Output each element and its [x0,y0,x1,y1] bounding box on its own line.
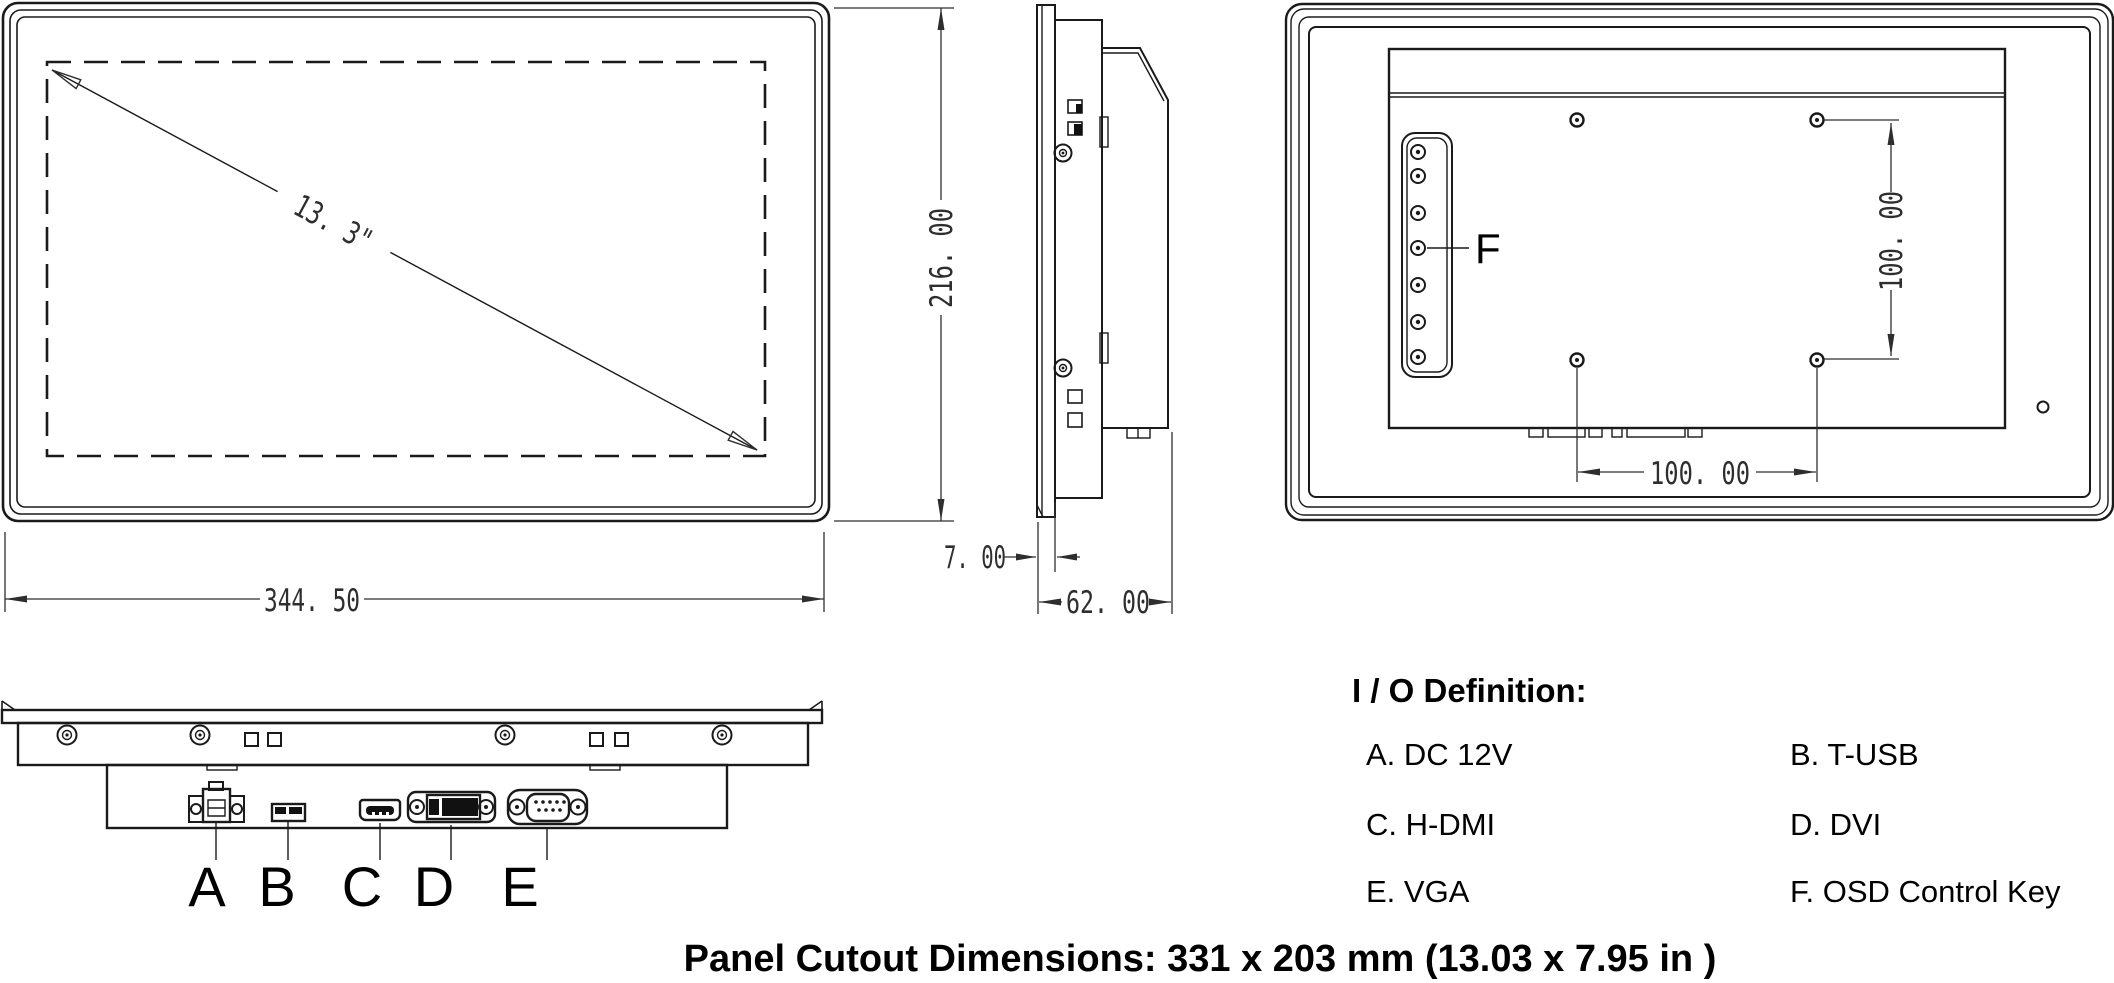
front-height-dimension: 216. 00 [834,7,960,522]
bottom-screws [56,724,733,746]
rear-small-hole [2036,400,2050,414]
side-body [1054,19,1103,499]
io-definition-legend: I / O Definition: A. DC 12V C. H-DMI E. … [1352,672,2061,909]
side-bezel-thickness-dimension: 7. 00 [944,502,1080,614]
port-leader-lines [215,821,548,860]
depth-dim-text: 62. 00 [1066,585,1150,621]
io-item-d: D. DVI [1790,807,1881,842]
vesa-mount-holes [1569,112,1825,368]
vesa-horizontal-dimension: 100. 00 [1576,368,1818,492]
io-definition-title: I / O Definition: [1352,672,1587,709]
io-item-a: A. DC 12V [1366,737,1513,772]
port-letter-d: D [414,855,454,918]
bay-tab-left [206,764,238,771]
port-letter-a: A [188,855,226,918]
io-item-b: B. T-USB [1790,737,1919,772]
arrow-left [1057,553,1077,561]
rear-frame-ring4 [1308,26,2091,498]
usb-connector [270,802,307,823]
bezel-strip-left-cap [1,700,16,711]
dvi-connector [406,790,497,824]
arrow-right [1016,553,1036,561]
panel-cutout-caption: Panel Cutout Dimensions: 331 x 203 mm (1… [684,938,1717,980]
front-bezel-ring2 [9,9,823,515]
arrow-down [937,499,945,521]
rear-view: F 100. 00 [1284,2,2114,522]
osd-key-label: F [1475,225,1501,272]
side-latch-tab-bottom [1099,332,1109,364]
rear-connector-cutouts [1528,427,1703,438]
bottom-vent-squares [244,732,629,747]
bezel-dim-text: 7. 00 [944,540,1006,576]
bay-tab-right [589,764,621,771]
dc-power-connector [188,781,245,824]
osd-key-buttons [1410,144,1426,365]
side-view: 7. 00 62. 00 [944,4,1173,621]
osd-key-panel: F [1401,132,1501,378]
bezel-strip-right-cap [808,700,823,711]
arrow-up [937,8,945,30]
front-bezel-outer [1,1,831,523]
side-bezel [1036,4,1056,518]
side-vent-squares [1067,99,1083,428]
io-item-e: E. VGA [1366,874,1470,909]
side-depth-dimension: 62. 00 [1039,432,1173,621]
arrow-right [802,595,824,603]
front-view: 13. 3" 216. 00 344. 50 [1,1,960,619]
rear-frame-outer [1284,2,2114,522]
port-letter-c: C [342,855,382,918]
diagonal-line-seg2 [390,251,758,451]
vga-connector [506,788,589,826]
io-item-c: C. H-DMI [1366,807,1495,842]
diagonal-size-label: 13. 3" [288,188,379,260]
vga-pins [534,800,566,812]
side-screw-bottom [1053,358,1073,378]
diagonal-arrowhead-top [51,69,82,90]
io-item-f: F. OSD Control Key [1790,874,2061,909]
arrow-up [1887,123,1895,145]
vesa-vertical-dimension: 100. 00 [1824,119,1910,360]
arrow-down [1887,334,1895,356]
side-screw-top [1053,143,1073,163]
io-connector-bay [105,763,729,830]
side-bezel-bottom-chamfer [1036,504,1044,518]
side-rear-box-inner-edge [1102,52,1165,102]
vesa-vertical-dim-text: 100. 00 [1874,191,1910,291]
height-dim-text: 216. 00 [924,208,960,308]
rear-frame-ring2 [1290,8,2109,516]
arrow-right [1794,468,1816,476]
rear-frame-ring3 [1298,16,2101,508]
diagonal-line-seg1 [51,69,278,193]
arrow-left [1039,598,1061,606]
bottom-view: A B C D E [0,700,824,918]
front-diagonal-dimension: 13. 3" [51,69,758,451]
vesa-horizontal-dim-text: 100. 00 [1650,456,1750,492]
width-dim-text: 344. 50 [264,583,360,619]
front-bezel-ring3 [16,16,816,508]
hdmi-connector [358,798,402,822]
side-rear-box [1102,47,1169,429]
bottom-body [16,721,810,767]
bottom-bezel-strip [0,708,824,725]
diagonal-arrowhead-bottom [727,430,758,451]
port-letters: A B C D E [188,855,538,918]
front-width-dimension: 344. 50 [4,532,825,619]
port-letter-e: E [501,855,538,918]
arrow-right [1149,598,1171,606]
arrow-left [5,595,27,603]
side-latch-tab-top [1099,116,1109,148]
port-letter-b: B [258,855,295,918]
arrow-left [1578,468,1600,476]
